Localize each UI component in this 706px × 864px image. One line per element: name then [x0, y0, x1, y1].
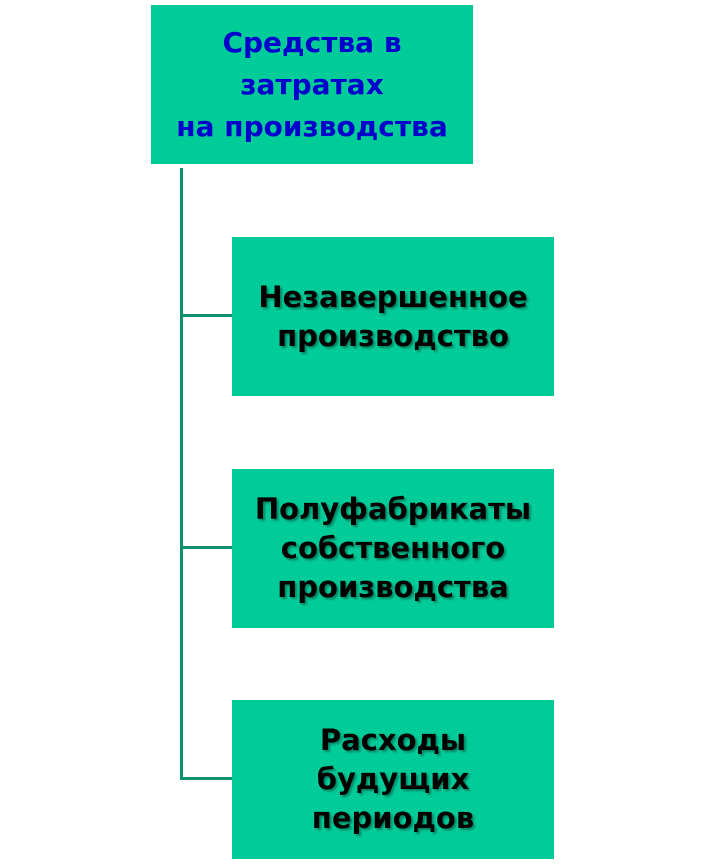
- root-node-line-2: затратах: [240, 67, 384, 101]
- child-node-deferred-expenses: Расходы будущих периодов: [232, 700, 554, 859]
- connector-branch-3: [180, 777, 232, 780]
- child-node-semi-finished-line-3: производства: [277, 570, 509, 604]
- child-node-semi-finished: Полуфабрикаты собственного производства: [232, 469, 554, 628]
- connector-branch-2: [180, 546, 232, 549]
- root-node-line-1: Средства в: [222, 25, 402, 59]
- child-node-deferred-expenses-line-1: Расходы: [319, 723, 467, 757]
- child-node-deferred-expenses-line-2: будущих: [316, 762, 470, 796]
- connector-trunk: [180, 168, 183, 779]
- child-node-deferred-expenses-line-3: периодов: [311, 801, 475, 835]
- child-node-wip-line-2: производство: [277, 318, 509, 353]
- root-node-line-3: на производства: [176, 109, 448, 143]
- child-node-semi-finished-line-1: Полуфабрикаты: [254, 492, 532, 526]
- child-node-wip-line-1: Незавершенное: [258, 279, 528, 314]
- child-node-wip: Незавершенное производство: [232, 237, 554, 396]
- child-node-semi-finished-line-2: собственного: [280, 531, 506, 565]
- root-node: Средства в затратах на производства: [151, 5, 473, 164]
- connector-branch-1: [180, 314, 232, 317]
